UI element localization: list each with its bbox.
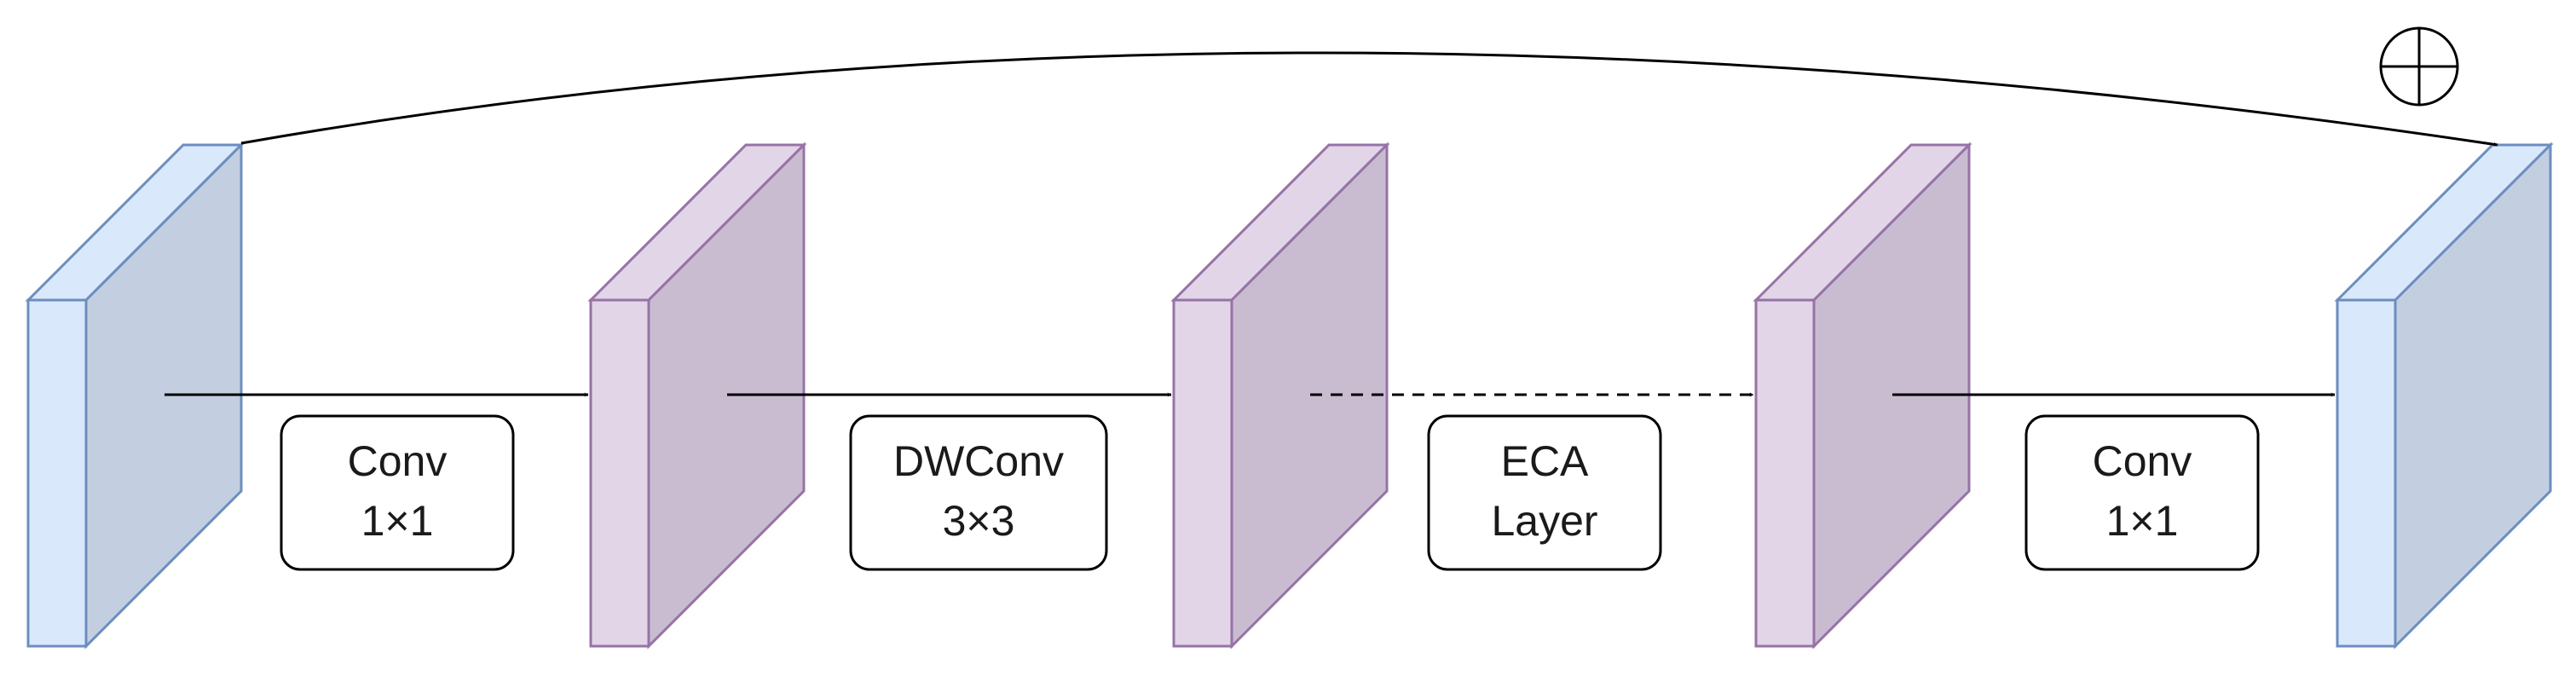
op-label-line2: 3×3 <box>943 497 1015 545</box>
add-circle-icon <box>2379 26 2459 107</box>
feature-map-fm3 <box>1753 142 1972 650</box>
op-box-conv2: Conv 1×1 <box>2024 414 2260 571</box>
op-box-dwconv: DWConv 3×3 <box>849 414 1108 571</box>
op-box-border <box>1427 414 1662 571</box>
residual-skip-connection <box>240 51 2498 147</box>
feature-map-output <box>2334 142 2554 650</box>
op-label-line1: Conv <box>2093 437 2192 485</box>
feature-map-front-face <box>26 298 88 648</box>
op-label-line1: DWConv <box>893 437 1064 485</box>
feature-map-fm1 <box>587 142 807 650</box>
op-label-line2: Layer <box>1491 497 1597 545</box>
feature-map-front-face <box>2336 298 2397 648</box>
feature-maps <box>25 142 2554 650</box>
feature-map-front-face <box>1172 298 1233 648</box>
op-box-border <box>2024 414 2260 571</box>
op-label-line2: 1×1 <box>2106 497 2179 545</box>
feature-map-front-face <box>1754 298 1816 648</box>
op-box-eca: ECA Layer <box>1427 414 1662 571</box>
op-box-border <box>280 414 515 571</box>
op-box-border <box>849 414 1108 571</box>
feature-map-fm2 <box>1170 142 1390 650</box>
feature-map-input <box>25 142 245 650</box>
op-box-conv1: Conv 1×1 <box>280 414 515 571</box>
op-label-line2: 1×1 <box>361 497 434 545</box>
op-label-line1: ECA <box>1501 437 1589 485</box>
op-label-line1: Conv <box>348 437 448 485</box>
operation-boxes: Conv 1×1 DWConv 3×3 ECA Layer Conv 1×1 <box>280 414 2260 571</box>
feature-map-front-face <box>589 298 650 648</box>
